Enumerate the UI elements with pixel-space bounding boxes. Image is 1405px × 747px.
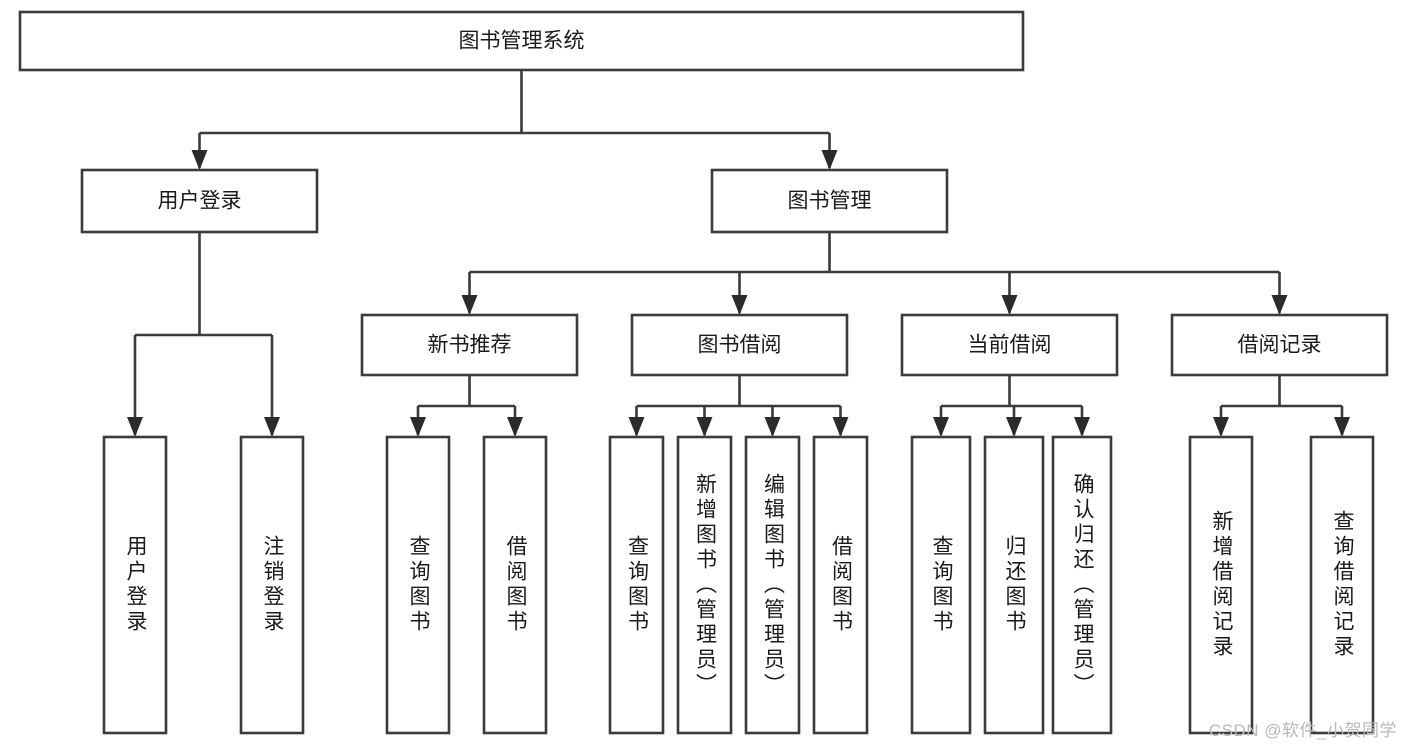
connectors-layer (127, 70, 1350, 437)
arrow-head-icon-leaf-add-record (1213, 417, 1229, 437)
node-leaf-logout[interactable] (239, 435, 305, 735)
node-current-borrow[interactable] (900, 313, 1119, 377)
node-label-new-book-rec: 新书推荐 (428, 334, 512, 357)
node-label-user-login: 用户登录 (158, 190, 242, 213)
node-leaf-confirm-return[interactable] (1051, 435, 1113, 735)
node-label-book-borrow: 图书借阅 (698, 334, 782, 357)
node-leaf-query-book-3[interactable] (910, 435, 972, 735)
node-label-current-borrow: 当前借阅 (968, 334, 1052, 357)
node-leaf-query-record[interactable] (1309, 435, 1375, 735)
csdn-watermark: CSDN @软件_小贺同学 (1208, 721, 1397, 740)
node-leaf-edit-book[interactable] (744, 435, 801, 735)
node-label-book-manage: 图书管理 (788, 190, 872, 213)
arrow-head-icon-leaf-borrow-book-1 (507, 417, 523, 437)
arrow-head-icon-book-manage (821, 150, 838, 170)
arrow-head-icon-leaf-user-login (127, 417, 143, 437)
node-new-book-rec[interactable] (360, 313, 579, 377)
node-label-borrow-record: 借阅记录 (1238, 334, 1322, 357)
node-book-manage[interactable] (710, 168, 949, 234)
arrow-head-icon-leaf-query-book-3 (933, 417, 949, 437)
arrow-head-icon-leaf-borrow-book-2 (832, 417, 849, 437)
node-leaf-user-login[interactable] (102, 435, 168, 735)
node-leaf-query-book-2[interactable] (608, 435, 665, 735)
node-leaf-return-book[interactable] (983, 435, 1045, 735)
node-user-login[interactable] (80, 168, 319, 234)
arrow-head-icon-book-borrow (731, 295, 748, 315)
arrow-head-icon-leaf-query-book-1 (410, 417, 426, 437)
node-borrow-record[interactable] (1170, 313, 1389, 377)
arrow-head-icon-user-login (191, 150, 208, 170)
arrow-head-icon-borrow-record (1271, 295, 1288, 315)
arrow-head-icon-leaf-edit-book (764, 417, 781, 437)
arrow-head-icon-new-book-rec (461, 295, 478, 315)
arrow-head-icon-leaf-confirm-return (1074, 417, 1090, 437)
node-book-borrow[interactable] (630, 313, 849, 377)
arrow-head-icon-leaf-add-book (696, 417, 713, 437)
node-label-root: 图书管理系统 (459, 30, 585, 53)
node-leaf-add-book[interactable] (676, 435, 733, 735)
node-leaf-borrow-book-1[interactable] (482, 435, 548, 735)
arrow-head-icon-current-borrow (1001, 295, 1018, 315)
arrow-head-icon-leaf-return-book (1006, 417, 1022, 437)
node-leaf-borrow-book-2[interactable] (812, 435, 869, 735)
node-leaf-add-record[interactable] (1188, 435, 1254, 735)
boxes-layer (18, 10, 1389, 735)
node-root[interactable] (18, 10, 1025, 72)
arrow-head-icon-leaf-query-record (1334, 417, 1350, 437)
arrow-head-icon-leaf-logout (264, 417, 280, 437)
node-leaf-query-book-1[interactable] (385, 435, 451, 735)
arrow-head-icon-leaf-query-book-2 (628, 417, 645, 437)
